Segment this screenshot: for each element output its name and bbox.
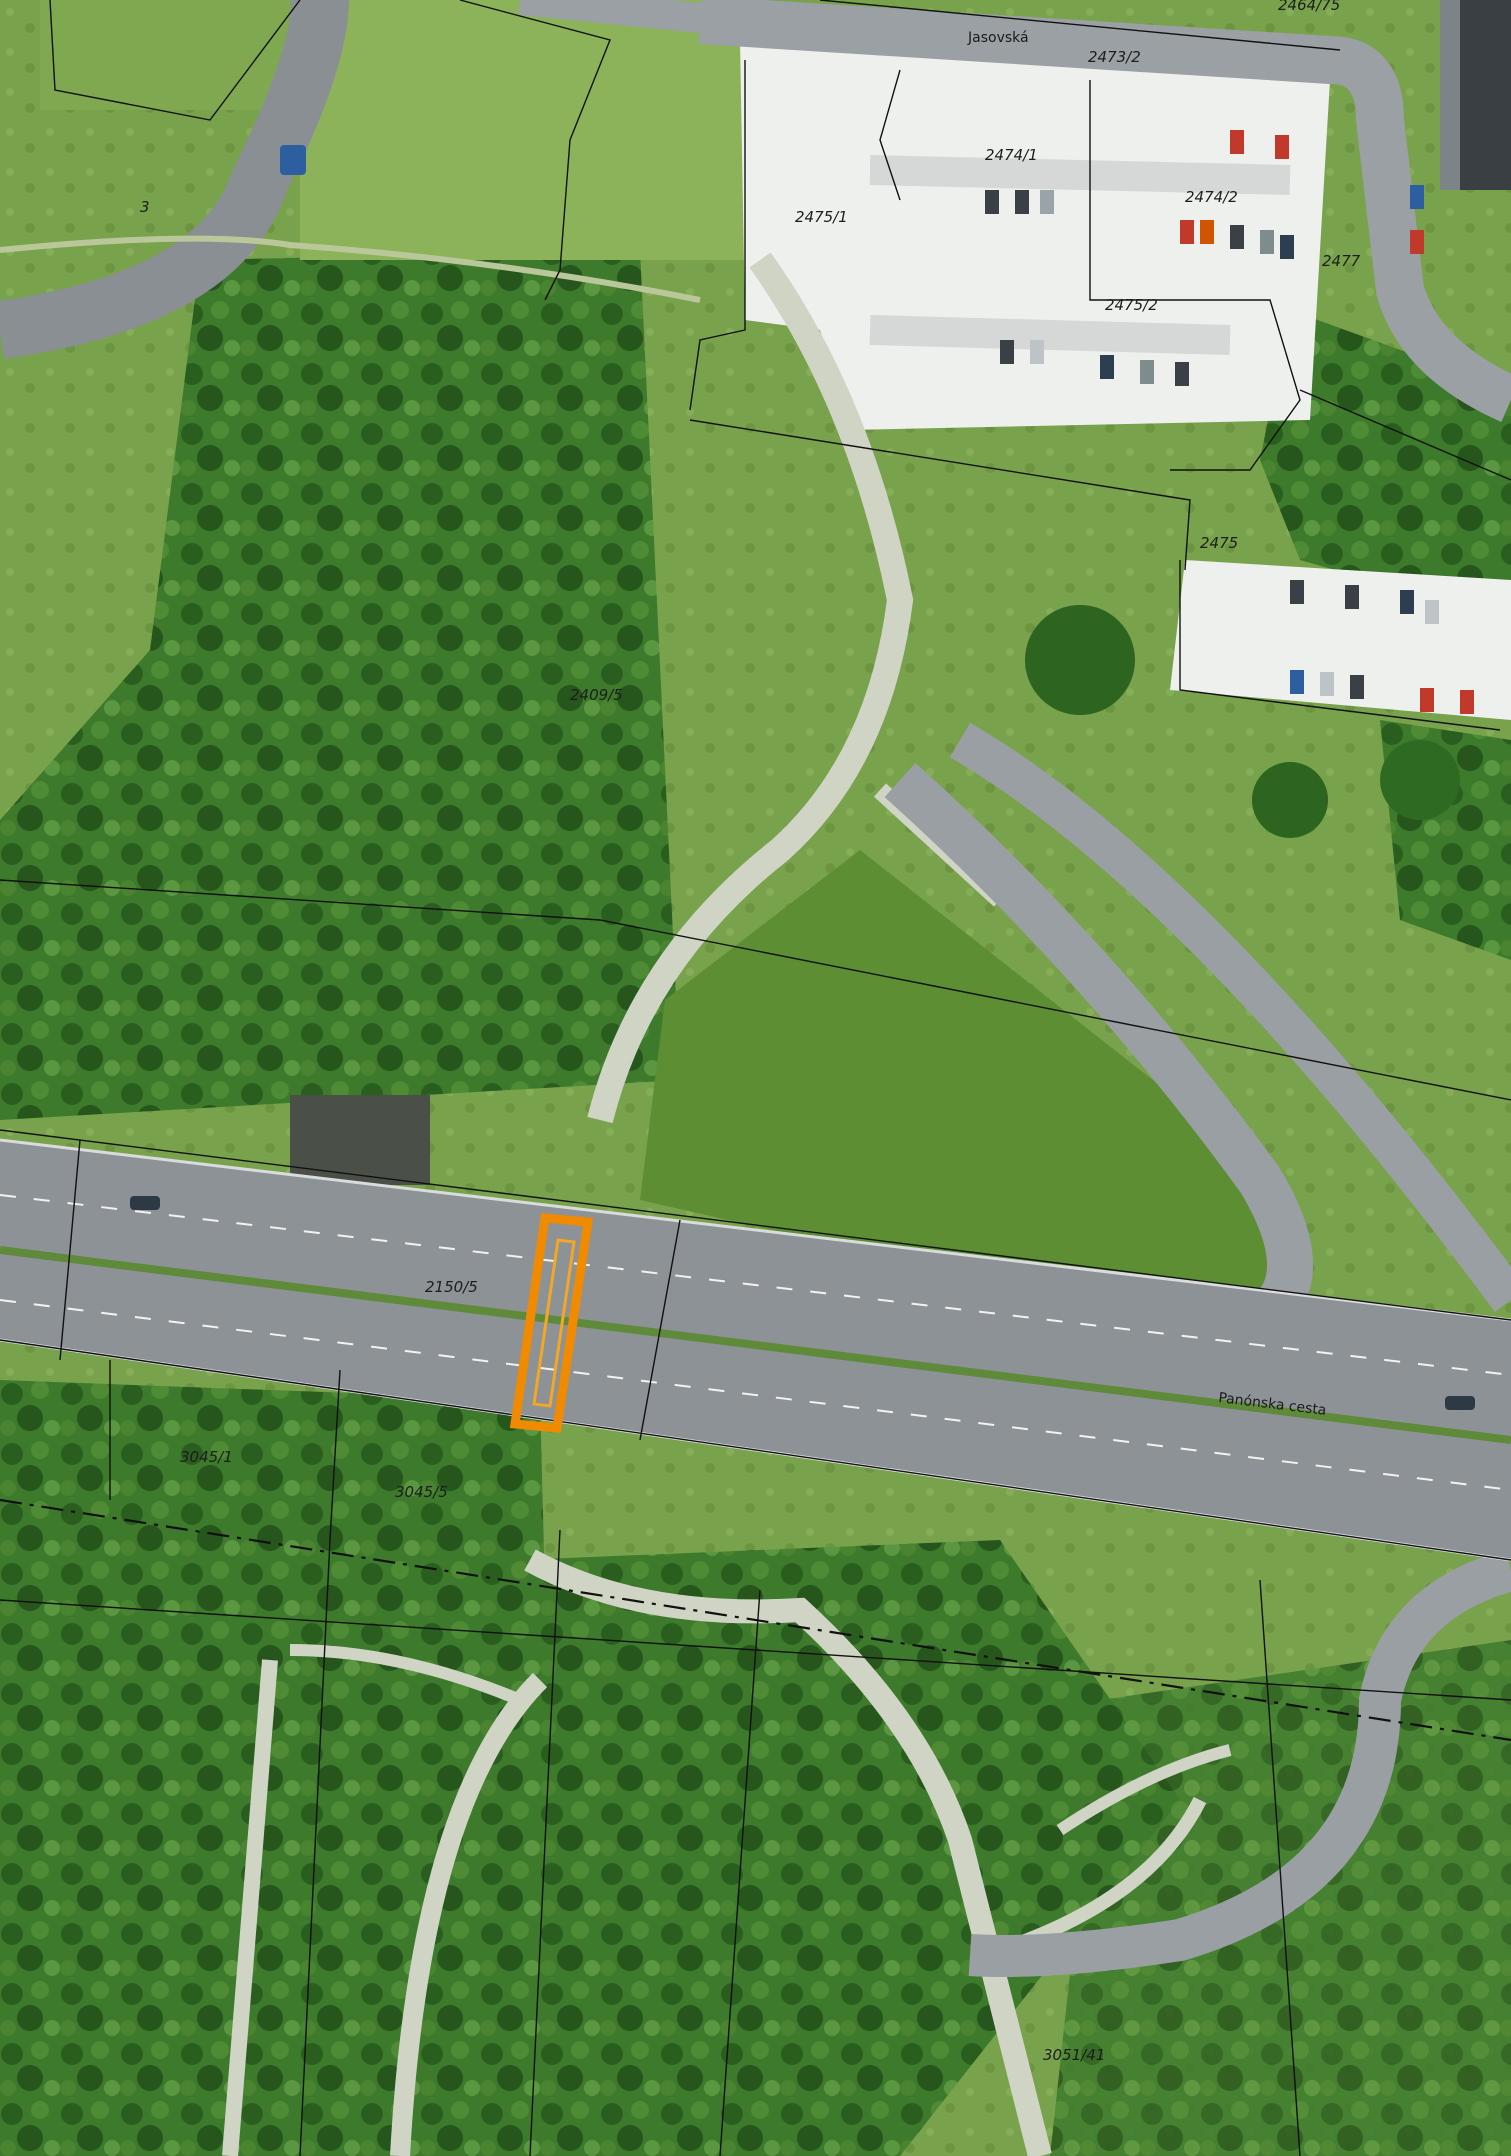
triangle-lawn — [640, 850, 1300, 1303]
road-ramp-east — [949, 722, 1511, 1312]
lawn-northwest — [40, 0, 290, 110]
road-north-west-segment — [518, 0, 722, 35]
parcel-label: 2464/75 — [1278, 0, 1340, 14]
tree-cluster — [1380, 740, 1460, 820]
road-south-curve — [968, 1549, 1511, 1977]
forest-west — [0, 250, 680, 1120]
parcel-label: 2409/5 — [570, 686, 623, 704]
tree-cluster — [1025, 605, 1135, 715]
parcel-label: 2474/1 — [985, 146, 1038, 164]
lawn-north — [300, 0, 760, 260]
highway-panonska — [0, 1140, 1511, 1560]
parking-lane — [869, 155, 1291, 195]
parcel-label: 3045/1 — [180, 1448, 233, 1466]
highway-edge — [0, 1138, 1511, 1322]
tree-cluster — [1252, 762, 1328, 838]
parcel-label: 3045/5 — [395, 1483, 448, 1501]
dirt-track — [0, 235, 701, 303]
parcel-label: 2473/2 — [1088, 48, 1141, 66]
parcel-label: 3051/41 — [1043, 2046, 1105, 2064]
footpath — [1056, 1744, 1232, 1835]
car — [280, 145, 306, 175]
road-jasovska — [698, 0, 1511, 422]
building-roof — [1460, 0, 1511, 190]
forest-south-center — [520, 1540, 1180, 2156]
cadastral-border-dashdot — [0, 1498, 1511, 1742]
garage-structure — [290, 1095, 430, 1185]
highlighted-crossing-inner — [532, 1238, 576, 1408]
car — [1445, 1396, 1475, 1410]
highway-lane-dash — [0, 1299, 1511, 1491]
footpath — [390, 1672, 548, 2156]
parcel-label: 2474/2 — [1185, 188, 1238, 206]
parcel-label: 2475 — [1200, 534, 1238, 552]
parcel-label: 2150/5 — [425, 1278, 478, 1296]
footpath — [524, 1549, 1052, 2156]
highway-median — [0, 1246, 1511, 1444]
parcel-label: 3 — [140, 198, 150, 216]
car — [130, 1196, 160, 1210]
parking-lane — [869, 315, 1231, 355]
parcel-label: 2475/1 — [795, 208, 848, 226]
parcel-label: 2475/2 — [1105, 296, 1158, 314]
highway-lane-dash — [0, 1194, 1511, 1376]
footpath — [222, 1659, 278, 2156]
street-label-jasovska: Jasovská — [967, 30, 1029, 46]
footpath — [289, 1644, 523, 1706]
road-northwest-curve — [0, 0, 349, 359]
footpath — [587, 252, 914, 1124]
road-ramp — [884, 762, 1313, 1340]
highlighted-crossing — [509, 1213, 594, 1433]
parked-cars — [985, 130, 1474, 714]
parcel-label: 2477 — [1322, 252, 1361, 270]
